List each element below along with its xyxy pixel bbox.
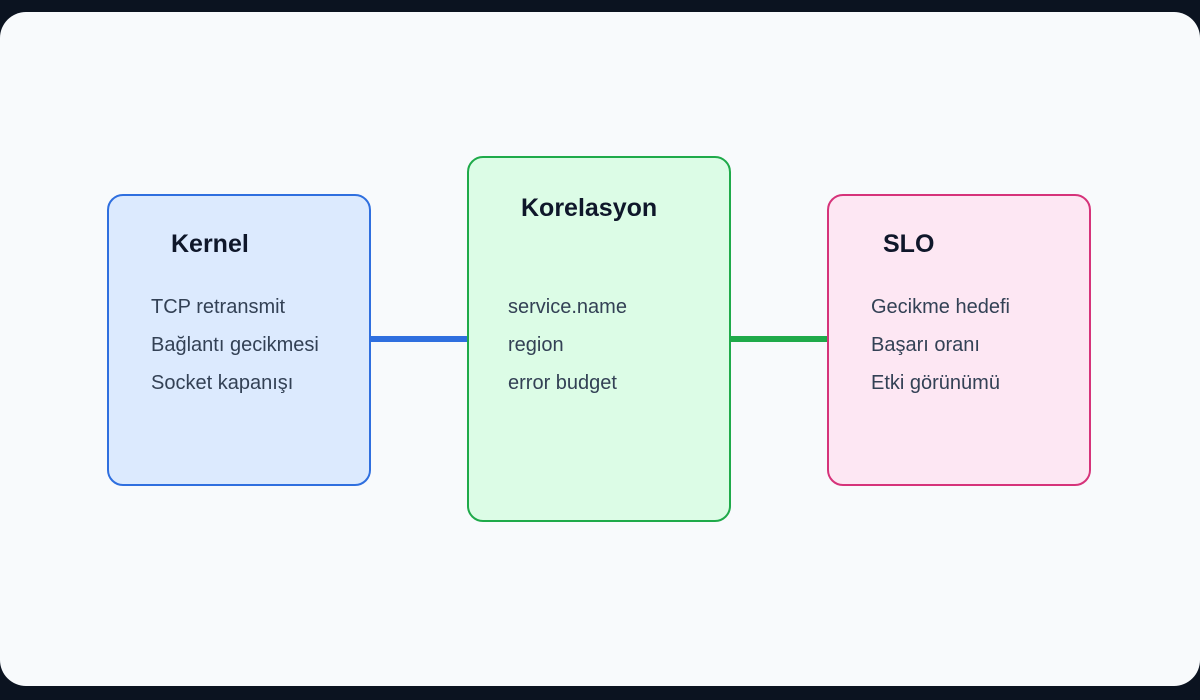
correlation-item: service.name bbox=[508, 296, 627, 318]
slo-item: Gecikme hedefi bbox=[871, 296, 1010, 318]
correlation-title: Korelasyon bbox=[521, 194, 658, 222]
correlation-item: error budget bbox=[508, 372, 617, 394]
kernel-item: Socket kapanışı bbox=[151, 372, 294, 394]
slo-items: Gecikme hedefi Başarı oranı Etki görünüm… bbox=[871, 288, 1010, 402]
correlation-box: Korelasyon service.name region error bud… bbox=[467, 156, 731, 522]
kernel-box: Kernel TCP retransmit Bağlantı gecikmesi… bbox=[107, 194, 371, 486]
slo-item: Etki görünümü bbox=[871, 372, 1000, 394]
kernel-items: TCP retransmit Bağlantı gecikmesi Socket… bbox=[151, 288, 319, 402]
correlation-items: service.name region error budget bbox=[508, 288, 627, 402]
slo-title: SLO bbox=[883, 230, 935, 258]
diagram-canvas: Kernel TCP retransmit Bağlantı gecikmesi… bbox=[0, 12, 1200, 686]
kernel-title: Kernel bbox=[171, 230, 249, 258]
kernel-item: Bağlantı gecikmesi bbox=[151, 334, 319, 356]
connectors bbox=[367, 336, 830, 342]
slo-box: SLO Gecikme hedefi Başarı oranı Etki gör… bbox=[827, 194, 1091, 486]
kernel-item: TCP retransmit bbox=[151, 296, 286, 318]
slo-item: Başarı oranı bbox=[871, 334, 980, 356]
correlation-item: region bbox=[508, 334, 564, 356]
